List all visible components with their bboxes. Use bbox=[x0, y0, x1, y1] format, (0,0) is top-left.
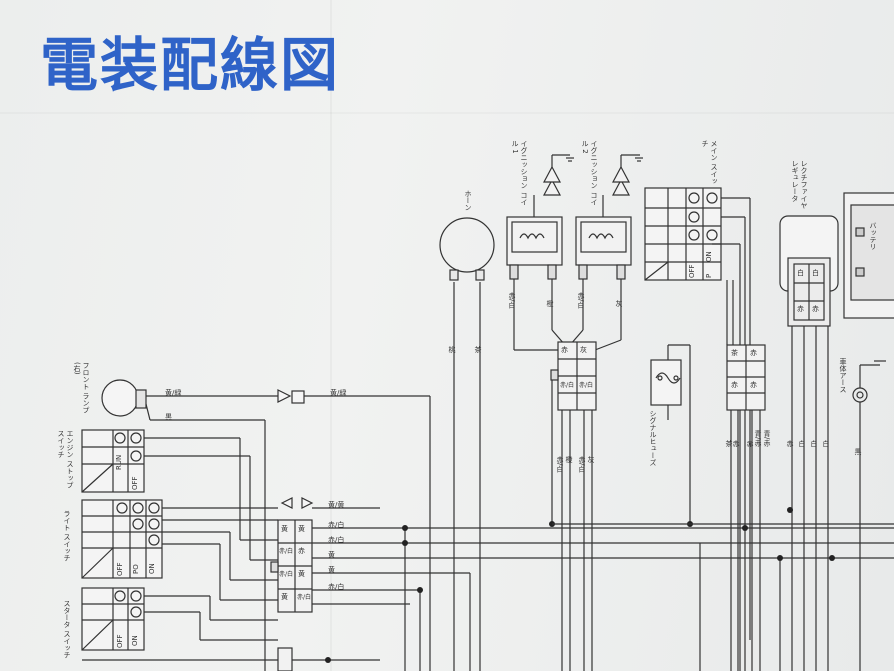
light-switch-label: ライト スイッチ bbox=[63, 510, 71, 562]
light-po-label: PO bbox=[132, 564, 140, 574]
wire-label: 黄/黄 bbox=[328, 501, 345, 509]
wire-label: 赤/白 bbox=[577, 292, 585, 309]
connector-cell: 茶 bbox=[731, 349, 738, 357]
connector-cell: 黄 bbox=[281, 593, 288, 601]
ignition-coil-2 bbox=[575, 154, 643, 280]
main-switch-on-label: ON bbox=[705, 251, 713, 262]
signal-fuse-label: シグナルヒューズ bbox=[649, 410, 657, 466]
wire-label: 橙 bbox=[546, 300, 554, 307]
main-switch-p-label: P bbox=[705, 273, 713, 278]
connector-cell: 黄 bbox=[298, 570, 305, 578]
engine-stop-label: エンジン ストップ スイッチ bbox=[57, 430, 74, 489]
main-switch bbox=[644, 187, 722, 281]
light-switch bbox=[81, 499, 163, 579]
wire-label: 赤 bbox=[786, 440, 794, 447]
connector-cell: 灰 bbox=[580, 346, 587, 354]
battery bbox=[843, 192, 894, 319]
connector-cell: 赤/白 bbox=[297, 594, 312, 601]
connector-cell: 赤/白 bbox=[560, 382, 575, 389]
starter-off-label: OFF bbox=[116, 634, 124, 648]
connector-cell: 赤 bbox=[750, 381, 757, 389]
wire-label: 黒 bbox=[854, 448, 862, 455]
connector-cell: 赤/白 bbox=[279, 571, 294, 578]
wire-label: 黄/緑 bbox=[165, 389, 182, 397]
front-lamp-label: フロント ランプ(右) bbox=[73, 362, 90, 414]
connector-cell: 赤 bbox=[797, 305, 804, 313]
wire-label: 白 bbox=[822, 440, 830, 447]
connector-cell: 白 bbox=[797, 269, 804, 277]
wire-label: 赤 bbox=[732, 440, 740, 447]
connector-cell: 赤 bbox=[812, 305, 819, 313]
connector-cell: 白 bbox=[812, 269, 819, 277]
wire-label: 赤/白 bbox=[578, 456, 586, 473]
wire-label: 赤/白 bbox=[508, 292, 516, 309]
wire-label: 赤/白 bbox=[556, 456, 564, 473]
light-off-label: OFF bbox=[116, 562, 124, 576]
main-switch-off-label: OFF bbox=[688, 264, 696, 278]
rectifier-regulator bbox=[779, 215, 839, 327]
connector-cell: 赤/白 bbox=[579, 382, 594, 389]
engine-stop-off-label: OFF bbox=[131, 476, 139, 490]
wire-label: 黄 bbox=[328, 551, 335, 559]
frame-earth-label: 車体アース bbox=[839, 358, 847, 393]
connector-cell: 赤 bbox=[750, 349, 757, 357]
horn-label: ホーン bbox=[464, 190, 472, 211]
wire-label: 白 bbox=[810, 440, 818, 447]
starter-switch-label: スタータ スイッチ bbox=[63, 600, 71, 659]
horn-symbol bbox=[439, 217, 495, 273]
wire-label: 青/赤 bbox=[763, 430, 771, 447]
connector-cell: 赤 bbox=[731, 381, 738, 389]
wire-label: 桃 bbox=[448, 346, 456, 353]
connector-cell: 赤 bbox=[298, 547, 305, 555]
ign-coil-2-label: イグニッション コイル 2 bbox=[581, 140, 598, 206]
wire-label: 黄/緑 bbox=[330, 389, 347, 397]
wire-label: 灰 bbox=[587, 456, 595, 463]
connector-cell: 黄 bbox=[298, 525, 305, 533]
wire-label: 赤/白 bbox=[328, 521, 345, 529]
ignition-coil-1 bbox=[506, 154, 574, 280]
ign-coil-1-label: イグニッション コイル 1 bbox=[511, 140, 528, 206]
wire-label: 赤/白 bbox=[328, 536, 345, 544]
wire-label: 黒 bbox=[165, 413, 172, 421]
wire-label: 赤 bbox=[746, 440, 754, 447]
wire-label: 白 bbox=[798, 440, 806, 447]
wire-label: 茶 bbox=[725, 440, 733, 447]
light-on-label: ON bbox=[148, 563, 156, 574]
wire-label: 茶 bbox=[474, 346, 482, 353]
wire-label: 黄 bbox=[328, 566, 335, 574]
connector-cell: 赤 bbox=[561, 346, 568, 354]
wire-label: 橙 bbox=[565, 456, 573, 463]
engine-stop-switch bbox=[81, 429, 145, 493]
front-lamp bbox=[101, 379, 147, 417]
page-title: 電装配線図 bbox=[40, 31, 341, 99]
connector-cell: 黄 bbox=[281, 525, 288, 533]
rectifier-label: レクチファイヤ レギュレータ bbox=[791, 160, 808, 209]
engine-stop-run-label: RUN bbox=[115, 454, 123, 470]
wire-label: 赤/白 bbox=[328, 583, 345, 591]
starter-on-label: ON bbox=[131, 635, 139, 646]
wire-label: 灰 bbox=[615, 300, 623, 307]
wire-label: 青/赤 bbox=[754, 430, 762, 447]
junction-dots bbox=[325, 507, 835, 663]
main-switch-label: メイン スイッチ bbox=[701, 140, 718, 185]
starter-switch bbox=[81, 587, 145, 651]
battery-label: バッテリ bbox=[869, 222, 877, 250]
connector-cell: 赤/白 bbox=[279, 548, 294, 555]
